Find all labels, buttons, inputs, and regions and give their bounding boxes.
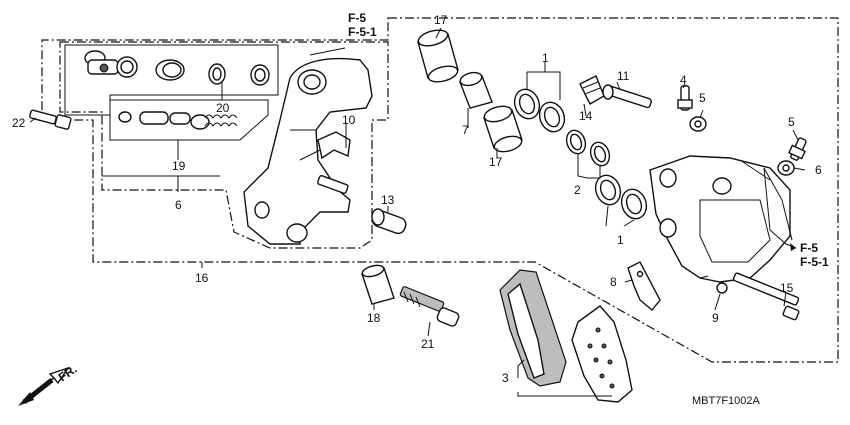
reference-line-1: F-5 xyxy=(800,241,818,255)
seal-kit-parts xyxy=(84,50,270,130)
pad-spring-10 xyxy=(317,131,351,160)
callout-labels: 17 1 7 17 14 11 4 5 5 6 2 1 10 13 8 9 15… xyxy=(12,13,822,385)
callout-6-right: 6 xyxy=(815,163,822,177)
callout-7: 7 xyxy=(462,123,469,137)
kit-boxes xyxy=(64,44,279,141)
callout-10: 10 xyxy=(342,113,356,127)
pin-13 xyxy=(371,208,407,235)
callout-8: 8 xyxy=(610,275,617,289)
pin-11 xyxy=(602,84,652,109)
reference-line-2: F-5-1 xyxy=(800,255,829,269)
callout-22: 22 xyxy=(12,116,26,130)
cap-6-right xyxy=(777,160,795,176)
clip-8 xyxy=(627,261,661,311)
callout-5-top: 4 xyxy=(680,73,687,87)
bleeder-5-right xyxy=(788,137,807,161)
callout-19: 19 xyxy=(172,159,186,173)
callout-2: 2 xyxy=(574,183,581,197)
callout-20: 20 xyxy=(216,101,230,115)
leader-lines xyxy=(29,27,806,397)
bleeder-5-top xyxy=(677,85,693,111)
callout-3: 6 xyxy=(175,198,182,212)
reference-line-1: F-5 xyxy=(348,11,366,25)
part-code: MBT7F1002A xyxy=(692,395,761,407)
brake-pad-front xyxy=(499,269,567,387)
callout-16: 15 xyxy=(780,281,794,295)
callout-1-top: 1 xyxy=(542,51,549,65)
piston-17-top xyxy=(417,29,459,83)
piston-7 xyxy=(459,71,493,109)
boot-14 xyxy=(579,75,605,105)
callout-17-bottom: 17 xyxy=(489,155,503,169)
callout-4: 3 xyxy=(502,371,509,385)
front-arrow: FR. xyxy=(18,362,80,406)
callout-15: 16 xyxy=(195,271,209,285)
washer-9 xyxy=(716,282,728,294)
callout-14: 14 xyxy=(579,109,593,123)
callout-18: 18 xyxy=(367,311,381,325)
cap-6-top xyxy=(689,116,707,132)
callout-11: 11 xyxy=(617,69,630,83)
bolt-16 xyxy=(732,272,800,321)
reference-top-left: F-5 F-5-1 xyxy=(348,11,377,39)
seals-1-upper xyxy=(513,88,566,133)
sleeve-18 xyxy=(361,264,395,305)
callout-17-top: 17 xyxy=(434,13,448,27)
callout-5-right: 5 xyxy=(788,115,795,129)
brake-pad-rear xyxy=(571,305,633,403)
bolt-21 xyxy=(399,286,460,327)
caliper-bracket xyxy=(243,57,373,245)
callout-1-bottom: 1 xyxy=(617,233,624,247)
reference-right: F-5 F-5-1 xyxy=(785,241,829,269)
seals-2 xyxy=(565,129,611,167)
seals-1-lower xyxy=(594,174,648,220)
reference-line-2: F-5-1 xyxy=(348,25,377,39)
callout-9: 9 xyxy=(712,311,719,325)
callout-6-top: 5 xyxy=(699,91,706,105)
bolt-22 xyxy=(29,109,72,130)
outer-dashed-boundary xyxy=(41,17,839,363)
callout-21: 21 xyxy=(421,337,435,351)
piston-17-bottom xyxy=(483,105,523,153)
caliper-body xyxy=(649,155,791,283)
callout-13: 13 xyxy=(381,193,395,207)
